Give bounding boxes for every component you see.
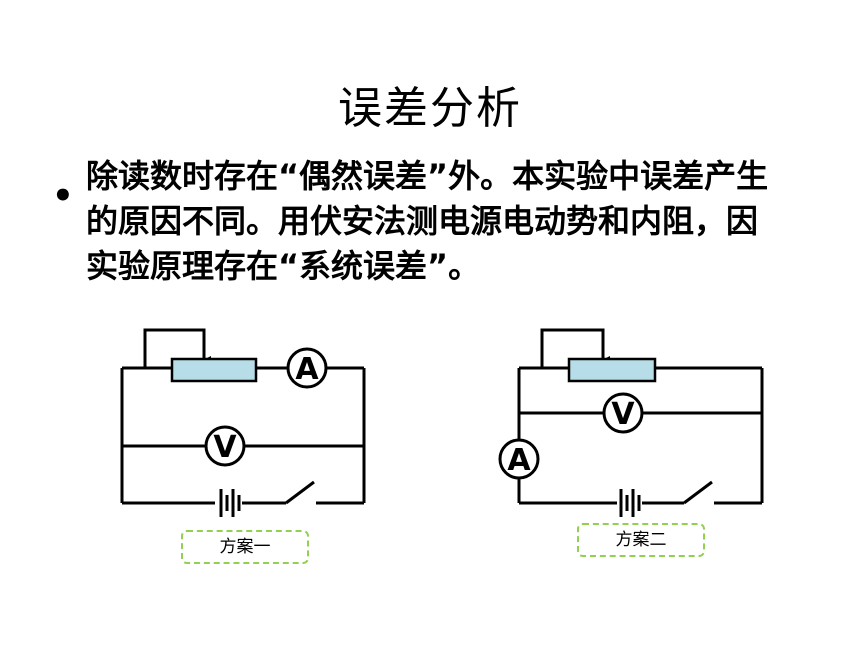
circuit-1-rheostat — [170, 357, 258, 383]
circuit-2-rheostat — [567, 357, 657, 383]
circuit-1-bottom-wire — [122, 480, 364, 505]
slide-title: 误差分析 — [338, 83, 522, 134]
bullet-text: 除读数时存在“偶然误差”外。本实验中误差产生的原因不同。用伏安法测电源电动势和内… — [86, 157, 769, 285]
circuit-2 — [517, 328, 764, 505]
circuit-2-bottom-wire — [519, 480, 762, 505]
circuit-1-battery — [219, 489, 241, 517]
bullet-dot: • — [52, 176, 74, 216]
circuit-1-voltmeter — [204, 425, 246, 467]
case-label-1: 方案一 — [181, 530, 309, 564]
circuit-2-ammeter-label: A — [507, 443, 531, 478]
circuit-2-ammeter — [498, 438, 540, 480]
circuit-1-ammeter-label: A — [295, 352, 319, 387]
circuit-2-slider-wire — [540, 328, 610, 368]
circuit-1-slider-wire — [143, 328, 211, 368]
circuit-1-voltmeter-label: V — [213, 430, 237, 465]
circuit-2-voltmeter — [602, 392, 644, 434]
circuit-1 — [120, 328, 366, 505]
case-label-2: 方案二 — [577, 523, 705, 557]
circuit-1-ammeter — [286, 347, 328, 389]
circuit-2-battery — [619, 489, 641, 517]
circuit-2-voltmeter-label: V — [611, 397, 635, 432]
